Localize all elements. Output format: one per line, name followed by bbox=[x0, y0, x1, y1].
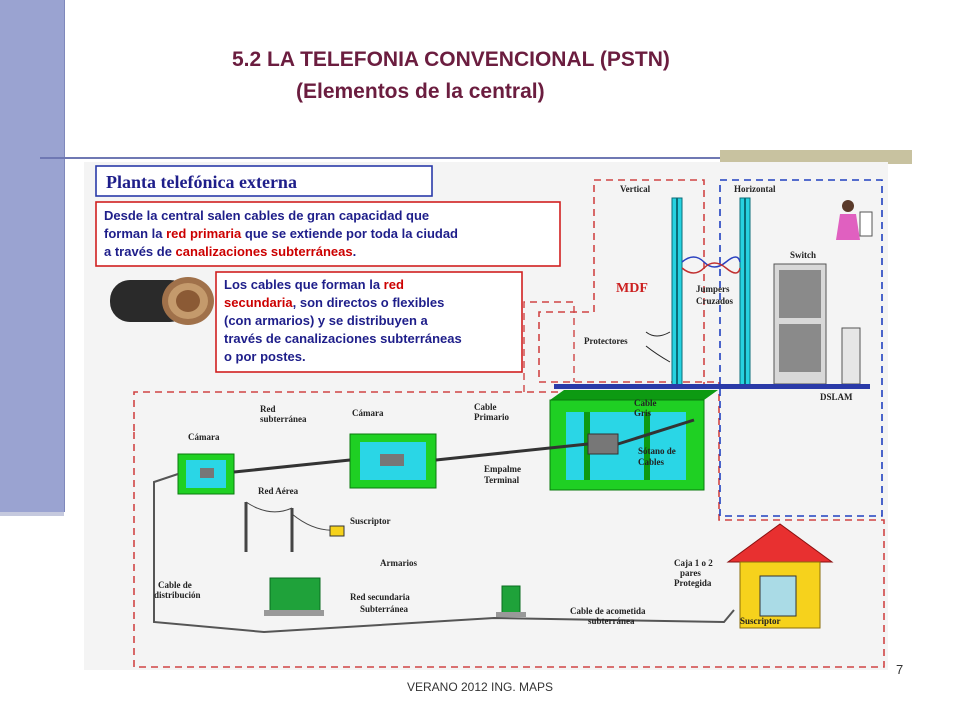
label-protectores: Protectores bbox=[584, 336, 628, 346]
slide-footer: VERANO 2012 ING. MAPS bbox=[406, 680, 554, 694]
label-suscriptor-top: Suscriptor bbox=[350, 516, 391, 526]
terminal-splice bbox=[587, 433, 619, 455]
label-cable-distribucion-2: distribución bbox=[154, 590, 201, 600]
label-cable-distribucion-1: Cable de bbox=[158, 580, 192, 590]
mdf-horizontal-frame bbox=[739, 197, 751, 389]
label-dslam: DSLAM bbox=[820, 392, 853, 402]
page-number: 7 bbox=[896, 662, 904, 677]
central-region-border bbox=[523, 301, 575, 392]
tb1-line3c: . bbox=[353, 244, 357, 259]
primary-network-textbox bbox=[95, 201, 561, 267]
heading-text: Planta telefónica externa bbox=[106, 172, 297, 192]
cable-basement bbox=[549, 390, 718, 491]
heading-box bbox=[95, 165, 433, 197]
label-acometida-2: subterránea bbox=[588, 616, 635, 626]
primary-cable-route bbox=[233, 418, 695, 474]
label-empalme-2: Terminal bbox=[484, 475, 520, 485]
label-jumpers-2: Cruzados bbox=[696, 296, 733, 306]
protectores-pointer bbox=[645, 331, 671, 363]
sidebar-shadow bbox=[0, 512, 64, 516]
operator-figure bbox=[836, 200, 873, 240]
label-empalme-1: Empalme bbox=[484, 464, 521, 474]
svg-text:a través de canalizaciones sub: a través de canalizaciones subterráneas. bbox=[104, 244, 356, 259]
outside-plant-diagram: Planta telefónica externa Desde la centr… bbox=[84, 162, 888, 670]
distribution-cable-route bbox=[153, 473, 735, 634]
label-camara-left: Cámara bbox=[188, 432, 220, 442]
slide-title: 5.2 LA TELEFONIA CONVENCIONAL (PSTN) bbox=[232, 48, 670, 71]
jumper-wires bbox=[681, 256, 741, 268]
slide-subtitle: (Elementos de la central) bbox=[296, 80, 545, 103]
mdf-vertical-frame bbox=[671, 197, 683, 389]
label-armarios: Armarios bbox=[380, 558, 417, 568]
title-divider bbox=[40, 157, 720, 159]
label-caja-1: Caja 1 o 2 bbox=[674, 558, 713, 568]
secondary-network-textbox bbox=[215, 271, 523, 373]
tb2-line2b: , son directos o flexibles bbox=[293, 295, 445, 310]
label-horizontal: Horizontal bbox=[734, 184, 776, 194]
switch-room-region bbox=[719, 179, 883, 517]
center-cable-chamber bbox=[349, 433, 437, 489]
label-caja-3: Protegida bbox=[674, 578, 712, 588]
tb1-line3a: a través de bbox=[104, 244, 176, 259]
tb1-line1: Desde la central salen cables de gran ca… bbox=[104, 208, 429, 223]
outside-plant-region bbox=[133, 179, 885, 668]
tb2-line5: o por postes. bbox=[224, 349, 306, 364]
label-cable-gris-2: Gris bbox=[634, 408, 651, 418]
tb1-line2a: forman la bbox=[104, 226, 166, 241]
label-red-secundaria-1: Red secundaria bbox=[350, 592, 410, 602]
label-acometida-1: Cable de acometida bbox=[570, 606, 646, 616]
switch-rack bbox=[773, 263, 827, 385]
svg-text:secundaria, son directos o fle: secundaria, son directos o flexibles bbox=[224, 295, 444, 310]
cabinet-large bbox=[264, 577, 324, 616]
label-cable-primario-1: Cable bbox=[474, 402, 497, 412]
label-suscriptor-bottom: Suscriptor bbox=[740, 616, 781, 626]
label-cable-primario-2: Primario bbox=[474, 412, 509, 422]
tb2-red: red bbox=[384, 277, 404, 292]
label-mdf: MDF bbox=[616, 281, 648, 296]
tb1-canalizaciones: canalizaciones subterráneas bbox=[176, 244, 353, 259]
tb1-line2c: que se extiende por toda la ciudad bbox=[241, 226, 458, 241]
cable-bundle-image bbox=[110, 277, 214, 325]
svg-text:Desde la central salen cables: Desde la central salen cables de gran ca… bbox=[104, 208, 429, 223]
left-cable-chamber bbox=[177, 453, 235, 495]
label-red-subterranea-1: Red bbox=[260, 404, 276, 414]
tb2-secundaria: secundaria bbox=[224, 295, 293, 310]
floor-line bbox=[554, 384, 870, 389]
label-caja-2: pares bbox=[680, 568, 701, 578]
label-switch: Switch bbox=[790, 250, 816, 260]
subscriber-house bbox=[726, 523, 834, 629]
label-cable-gris-1: Cable bbox=[634, 398, 657, 408]
label-vertical: Vertical bbox=[620, 184, 651, 194]
label-red-secundaria-2: Subterránea bbox=[360, 604, 408, 614]
label-camara-center: Cámara bbox=[352, 408, 384, 418]
label-jumpers-1: Jumpers bbox=[696, 284, 730, 294]
tb1-red-primaria: red primaria bbox=[166, 226, 242, 241]
tb2-line4: través de canalizaciones subterráneas bbox=[224, 331, 462, 346]
tb2-line3: (con armarios) y se distribuyen a bbox=[224, 313, 429, 328]
title-divider-accent bbox=[720, 150, 912, 164]
sidebar-decoration bbox=[0, 0, 65, 512]
svg-text:forman la red primaria que se: forman la red primaria que se extiende p… bbox=[104, 226, 458, 241]
label-red-aerea: Red Aérea bbox=[258, 486, 299, 496]
svg-text:Los cables que forman la red: Los cables que forman la red bbox=[224, 277, 404, 292]
tb2-line1a: Los cables que forman la bbox=[224, 277, 384, 292]
dslam-unit bbox=[841, 327, 861, 385]
label-sotano-1: Sótano de bbox=[638, 446, 676, 456]
subscriber-house-small bbox=[329, 525, 345, 537]
label-red-subterranea-2: subterránea bbox=[260, 414, 307, 424]
label-sotano-2: Cables bbox=[638, 457, 665, 467]
cabinet-small bbox=[496, 585, 526, 617]
